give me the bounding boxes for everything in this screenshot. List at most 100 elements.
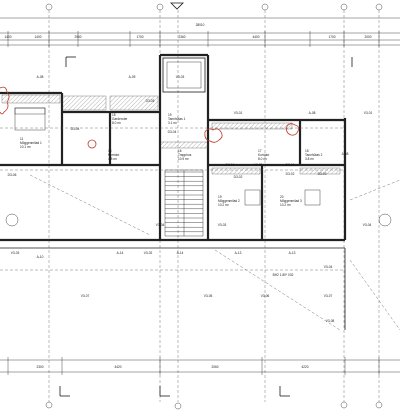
element-tag-v13: V3-07: [324, 294, 333, 298]
room-area: 4.8 m²: [108, 157, 117, 161]
top-dimension-lines: [0, 17, 400, 46]
room-number: 16: [178, 149, 182, 153]
element-tag-elev: BH2 1 80* 032: [273, 273, 294, 277]
revision-markers: [0, 86, 299, 149]
element-tag-a5: A-10: [37, 255, 44, 259]
element-tag-d4: D3-03: [318, 172, 327, 176]
element-tag-v5: V3-03: [11, 251, 20, 255]
room-name: Tannhütas 1: [168, 117, 186, 121]
element-tag-v11: V3-03: [218, 223, 227, 227]
grid-axis-markers-bottom: [45, 401, 383, 410]
element-tag-a3: A-09: [129, 75, 136, 79]
element-tag-d3: D3-04: [168, 130, 177, 134]
furniture: [5, 107, 392, 227]
room-name: Trapphus: [178, 153, 192, 157]
section-cuts: [59, 56, 353, 397]
room-name: Möggenmilad 2: [218, 199, 240, 203]
stairs: [164, 169, 204, 237]
dimension-total: 28010: [196, 23, 205, 27]
room-number: 11: [20, 137, 24, 141]
dimension-label: 1400: [34, 35, 41, 39]
element-tag-d8: D3-02: [286, 172, 295, 176]
grid-lines-vertical: [48, 10, 380, 402]
dimension-label: 2000: [364, 35, 371, 39]
room-number: 18: [112, 113, 116, 117]
room-number: 18: [305, 149, 309, 153]
element-tag-a6: A-14: [177, 251, 184, 255]
room-number: 17: [258, 149, 262, 153]
grid-axis-markers-top: [45, 2, 383, 11]
element-tag-v7: V3-04: [156, 223, 165, 227]
element-tag-d7: D3-06: [8, 173, 17, 177]
element-tag-a8: A-13: [235, 251, 242, 255]
room-number: 15: [108, 149, 112, 153]
element-tag-v14: V3-04: [363, 223, 372, 227]
dimension-label: 1700: [136, 35, 143, 39]
element-tag-d5: D3-02: [234, 175, 243, 179]
room-area: 3.1 m²: [168, 121, 177, 125]
element-tag-d6: D3-01: [226, 163, 235, 167]
bottom-dimension-lines: [0, 359, 400, 373]
element-tag-v15: V3-08: [326, 319, 335, 323]
room-name: Korridor: [258, 153, 270, 157]
room-name: Tannhütas 2: [305, 153, 323, 157]
wardrobe-icon: [304, 189, 321, 206]
room-name: Möggenmilad 3: [280, 199, 302, 203]
element-tag-d1: D3-05: [146, 99, 155, 103]
plant-icon: [5, 213, 19, 227]
element-tag-v6: V3-02: [144, 251, 153, 255]
dimension-label: 2300: [36, 365, 43, 369]
element-tag-a4: A-08: [342, 152, 349, 156]
dashed-roof-lines: [0, 127, 400, 331]
room-area: 10.2 m²: [218, 203, 229, 207]
dimension-label: 4220: [301, 365, 308, 369]
element-tag-a2: A-08: [309, 111, 316, 115]
room-name: Garderobe: [112, 117, 127, 121]
element-tag-v1: V3-03: [176, 75, 185, 79]
balcony-frame: [162, 57, 206, 93]
room-area: 10.9 m²: [178, 157, 189, 161]
room-area: 3.8 m²: [305, 157, 314, 161]
element-tag-v8: V3-04: [324, 265, 333, 269]
room-number: 20: [280, 195, 284, 199]
bed-icon: [14, 107, 46, 131]
element-tag-v9: V3-07: [81, 294, 90, 298]
dimension-label: 4400: [252, 35, 259, 39]
element-tag-v4: V3-02: [254, 163, 263, 167]
room-name: Möggenmilad 1: [20, 141, 42, 145]
element-tag-a9: A-13: [289, 251, 296, 255]
room-name: Korridor: [108, 153, 120, 157]
north-arrow-icon: [170, 2, 184, 10]
element-tag-d2: D3-04: [71, 127, 80, 131]
element-tag-a7: A-14: [117, 251, 124, 255]
element-tag-a1: A-08: [37, 75, 44, 79]
room-area: 8.0 m²: [258, 157, 267, 161]
element-tag-v12: V3-06: [261, 294, 270, 298]
dimension-label: 2360: [178, 35, 185, 39]
element-tag-v3: V3-01: [364, 111, 373, 115]
wardrobe-icon: [244, 189, 261, 206]
room-number: 19: [218, 195, 222, 199]
dimension-label: 4420: [114, 365, 121, 369]
element-tag-v10: V3-05: [204, 294, 213, 298]
room-area: 10.2 m²: [280, 203, 291, 207]
element-tag-v2: V3-01: [234, 111, 243, 115]
plant-icon: [378, 213, 392, 227]
element-tag-d9: D3-01: [286, 163, 295, 167]
dimension-label: 1700: [328, 35, 335, 39]
hatched-wall-sections: [1, 94, 341, 175]
